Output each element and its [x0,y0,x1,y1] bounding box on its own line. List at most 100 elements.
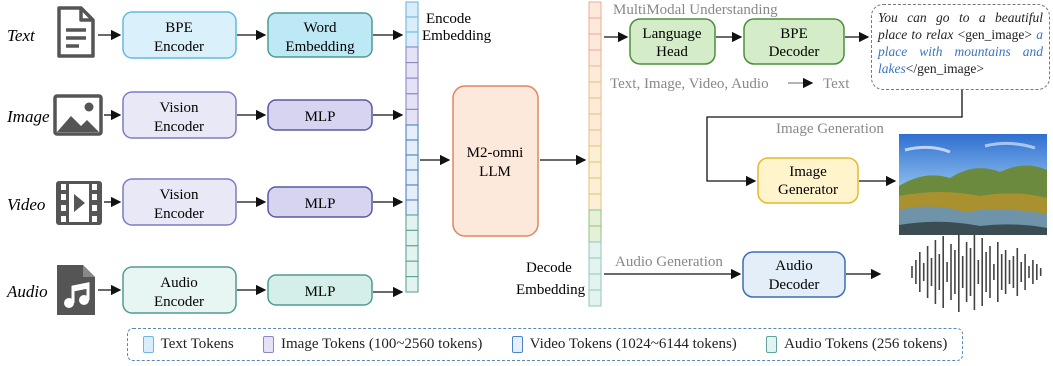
language-head-box [629,18,716,65]
decode-token-understanding [588,81,602,99]
encoder-box-audio [122,266,237,314]
encode-token-image [405,77,419,95]
image-generator-line2: Generator [778,182,838,198]
encoder-label-audio-line1: Audio [160,275,198,291]
decode-token-audio-generation [588,257,602,275]
image-generation-title: Image Generation [776,121,884,137]
decode-token-understanding [588,97,602,115]
legend: Text Tokens Image Tokens (100~2560 token… [127,328,963,361]
encode-token-audio [405,229,419,247]
decode-token-image-generation [588,193,602,211]
bubble-image-prompt: a place with mountains and lakes [878,27,1043,76]
audio-decoder-line2: Decoder [769,277,820,293]
encoder-label-text-line2: Encoder [154,39,204,55]
input-label-audio: Audio [6,282,48,301]
projection-box-video [267,186,373,218]
projection-box-image [267,99,373,131]
encode-token-text [405,1,419,18]
decode-token-image-generation [588,225,602,243]
understanding-title: MultiModal Understanding [613,2,778,18]
generated-landscape-image [899,134,1047,235]
decode-token-understanding [588,49,602,67]
encode-embedding-column [405,1,419,293]
decode-token-understanding [588,65,602,83]
understanding-flow-input: Text, Image, Video, Audio [610,76,769,92]
audio-waveform-icon [911,232,1042,312]
encode-token-video [405,169,419,186]
encode-token-image [405,108,419,126]
document-icon [57,6,95,58]
language-head-line1: Language [642,26,701,42]
llm-box [452,85,539,237]
decode-token-audio-generation [588,273,602,291]
decode-embedding-label-line1: Decode [526,260,572,276]
decode-token-image-generation [588,145,602,163]
generated-text-bubble: You can go to a beautiful place to relax… [871,4,1050,90]
projection-label-audio: MLP [305,284,336,300]
decode-token-understanding [588,129,602,147]
legend-item-text: Text Tokens [142,336,234,353]
language-head-line2: Head [656,44,688,60]
encoder-label-image-line1: Vision [159,100,199,116]
decode-token-audio-generation [588,289,602,307]
encoder-label-image-line2: Encoder [154,119,204,135]
encode-token-video [405,139,419,156]
image-generator-line1: Image [789,164,827,180]
encoder-box-image [122,91,237,139]
bpe-decoder-line2: Decoder [769,44,820,60]
decode-embedding-label-line2: Embedding [516,282,586,298]
legend-label-video: Video Tokens (1024~6144 tokens) [529,336,737,352]
legend-swatch-text [142,336,154,353]
encode-token-audio [405,214,419,231]
audio-generation-title: Audio Generation [615,254,723,270]
bubble-tag-open: <gen_image> [957,27,1033,42]
encode-token-image [405,62,419,79]
legend-label-image: Image Tokens (100~2560 tokens) [281,336,483,352]
encode-token-image [405,46,419,64]
projection-label-video: MLP [305,196,336,212]
encode-token-video [405,124,419,141]
encode-token-text [405,31,419,48]
projection-label-text-line2: Embedding [285,39,355,55]
music-file-icon [57,265,95,315]
legend-label-text: Text Tokens [160,336,234,352]
film-icon [56,181,102,225]
llm-label-line2: LLM [479,164,511,180]
encode-token-audio [405,276,419,293]
decode-token-image-generation [588,209,602,227]
understanding-flow-output: Text [823,76,850,92]
encode-token-video [405,154,419,171]
encoder-label-video-line1: Vision [159,187,199,203]
encode-embedding-label-line1: Encode [426,11,471,27]
decode-embedding-column [588,1,602,307]
encoder-label-video-line2: Encoder [154,206,204,222]
audio-decoder-line1: Audio [775,258,813,274]
bubble-text: You can go to a beautiful place to relax [878,10,1043,42]
encode-token-audio [405,260,419,278]
input-label-text: Text [7,26,36,45]
projection-label-image: MLP [305,109,336,125]
bpe-decoder-line1: BPE [780,26,808,42]
decode-token-understanding [588,17,602,35]
decode-token-audio-generation [588,241,602,259]
decode-token-understanding [588,113,602,131]
llm-label-line1: M2-omni [467,145,524,161]
projection-box-audio [267,274,373,306]
legend-item-audio: Audio Tokens (256 tokens) [766,336,947,353]
legend-item-image: Image Tokens (100~2560 tokens) [263,336,482,353]
encode-token-text [405,16,419,33]
image-generator-box [757,157,859,204]
decode-token-understanding [588,33,602,51]
decode-token-image-generation [588,161,602,179]
projection-box-text [267,12,373,58]
encoder-label-text-line1: BPE [165,20,193,36]
encode-token-audio [405,245,419,262]
encode-token-video [405,199,419,216]
bubble-tag-close: </gen_image> [905,61,984,76]
encode-token-video [405,184,419,201]
encoder-box-video [122,178,237,226]
legend-label-audio: Audio Tokens (256 tokens) [784,336,948,352]
encode-embedding-label-line2: Embedding [422,28,492,44]
encode-token-image [405,93,419,110]
